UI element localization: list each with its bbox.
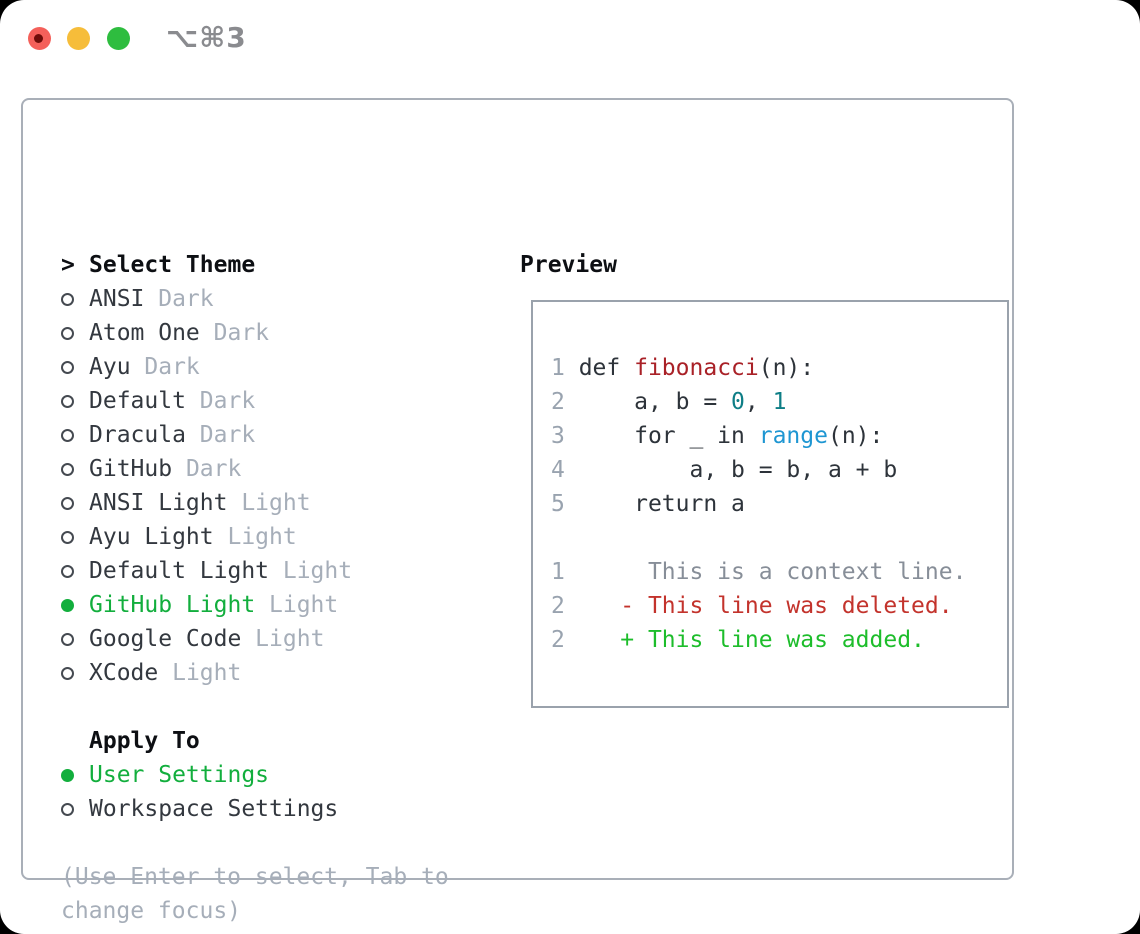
radio-selected-icon [61,768,74,782]
variant-label: Dark [172,456,242,482]
variant-label: Light [269,558,353,584]
keyboard-hint: (Use Enter to select, Tab to change focu… [61,864,449,924]
option-label: ANSI Light [89,490,228,516]
theme-option[interactable]: Default Light Light [61,554,352,588]
option-label: Atom One [89,320,200,346]
radio-icon [61,666,74,680]
option-label: GitHub [89,456,173,482]
theme-list-header: > Select Theme [61,248,352,282]
code-line: 2 a, b = 0, 1 [551,389,787,415]
theme-list-title: Select Theme [89,252,256,278]
preview-title: Preview [520,252,617,278]
option-label: ANSI [89,286,145,312]
apply-to-option[interactable]: User Settings [61,758,338,792]
window-shortcut-label: ⌥⌘3 [166,21,247,54]
code-line: 2 - This line was deleted. [551,593,953,619]
close-button[interactable] [28,27,51,50]
theme-option[interactable]: Dracula Dark [61,418,352,452]
titlebar: ⌥⌘3 [0,0,1140,76]
code-line: 2 + This line was added. [551,627,925,653]
theme-option[interactable]: Ayu Light Light [61,520,352,554]
theme-option[interactable]: Ayu Dark [61,350,352,384]
minimize-button[interactable] [67,27,90,50]
apply-to-option[interactable]: Workspace Settings [61,792,338,826]
radio-icon [61,462,74,476]
zoom-button[interactable] [107,27,130,50]
preview-box: 1 def fibonacci(n): 2 a, b = 0, 1 3 for _ … [531,300,1009,708]
radio-icon [61,496,74,510]
radio-icon [61,802,74,816]
variant-label: Dark [130,354,200,380]
variant-label: Light [255,592,339,618]
option-label: Google Code [89,626,242,652]
code-line: 3 for _ in range(n): [551,423,884,449]
theme-option[interactable]: XCode Light [61,656,352,690]
variant-label: Dark [199,320,270,346]
variant-label: Dark [144,286,214,312]
code-line [551,521,1007,555]
code-line: 5 return a [551,491,745,517]
theme-option[interactable]: ANSI Dark [61,282,352,316]
variant-label: Light [227,490,311,516]
option-label: Workspace Settings [89,796,339,822]
option-label: Dracula [89,422,186,448]
variant-label: Light [241,626,325,652]
radio-selected-icon [61,598,74,612]
option-label: GitHub Light [89,592,256,618]
option-label: User Settings [89,762,270,788]
cursor-marker-icon: > [61,252,75,278]
radio-icon [61,428,74,442]
theme-option[interactable]: ANSI Light Light [61,486,352,520]
theme-option[interactable]: GitHub Dark [61,452,352,486]
option-label: XCode [89,660,159,686]
radio-icon [61,632,74,646]
variant-label: Light [213,524,297,550]
radio-icon [61,394,74,408]
option-label: Ayu Light [89,524,214,550]
radio-icon [61,292,74,306]
radio-icon [61,326,74,340]
variant-label: Dark [185,422,256,448]
code-line: 1 def fibonacci(n): [551,355,815,381]
radio-icon [61,564,74,578]
theme-option[interactable]: GitHub Light Light [61,588,352,622]
theme-option[interactable]: Atom One Dark [61,316,352,350]
variant-label: Dark [185,388,256,414]
radio-icon [61,530,74,544]
option-label: Default Light [89,558,270,584]
theme-option[interactable]: Default Dark [61,384,352,418]
option-label: Ayu [89,354,131,380]
theme-option[interactable]: Google Code Light [61,622,352,656]
option-label: Default [89,388,186,414]
apply-to-header: Apply To [61,724,338,758]
apply-to-title: Apply To [89,728,200,754]
code-line: 1 This is a context line. [551,559,967,585]
variant-label: Light [158,660,242,686]
code-line: 4 a, b = b, a + b [551,457,898,483]
radio-icon [61,360,74,374]
